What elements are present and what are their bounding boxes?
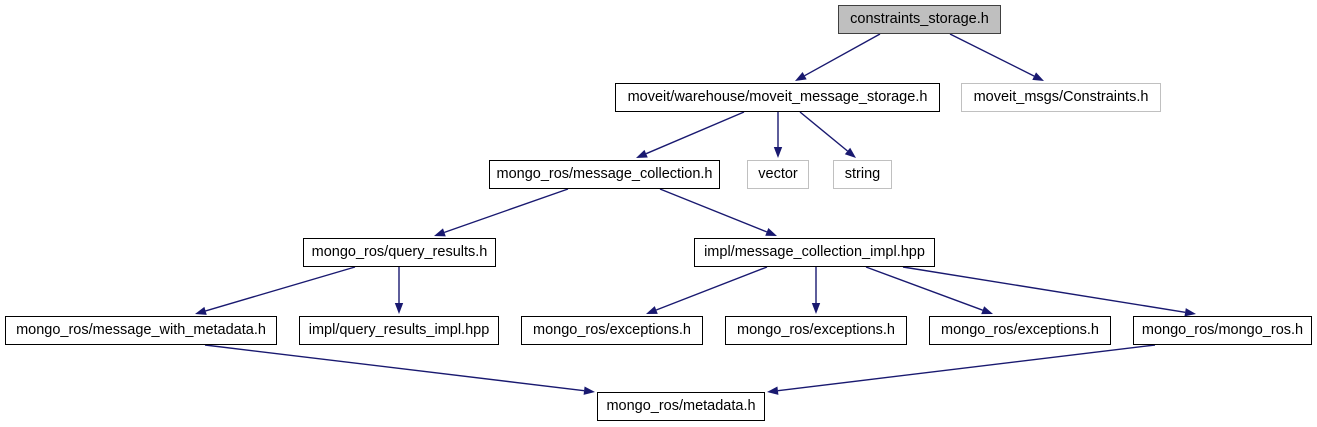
graph-node-label: constraints_storage.h (850, 11, 989, 28)
graph-node-query_results_impl[interactable]: impl/query_results_impl.hpp (299, 316, 499, 345)
graph-edge-arrowhead (773, 147, 783, 158)
graph-node-label: impl/query_results_impl.hpp (308, 322, 490, 339)
graph-edge-line (804, 33, 881, 77)
graph-node-exceptions_2[interactable]: mongo_ros/exceptions.h (725, 316, 907, 345)
graph-node-label: mongo_ros/mongo_ros.h (1141, 322, 1304, 339)
graph-node-string[interactable]: string (833, 160, 892, 189)
graph-node-label: mongo_ros/exceptions.h (941, 322, 1099, 339)
graph-edge-line (205, 266, 356, 312)
graph-node-label: mongo_ros/exceptions.h (533, 322, 691, 339)
graph-node-label: moveit/warehouse/moveit_message_storage.… (627, 89, 928, 106)
graph-edge-arrowhead (981, 306, 993, 315)
graph-edge-line (659, 188, 768, 233)
graph-edge-line (656, 266, 768, 311)
graph-edge-line (865, 266, 983, 311)
graph-node-label: string (844, 166, 881, 183)
graph-node-label: mongo_ros/exceptions.h (737, 322, 895, 339)
graph-edge-arrowhead (795, 72, 807, 81)
graph-edge-arrowhead (583, 386, 595, 395)
graph-node-label: impl/message_collection_impl.hpp (704, 244, 925, 261)
graph-node-exceptions_1[interactable]: mongo_ros/exceptions.h (521, 316, 703, 345)
graph-node-constraints_storage[interactable]: constraints_storage.h (838, 5, 1001, 34)
graph-node-label: mongo_ros/metadata.h (606, 398, 756, 415)
graph-edge-line (777, 344, 1156, 392)
graph-edge-arrowhead (434, 228, 446, 237)
graph-edge-line (949, 33, 1035, 77)
graph-node-vector[interactable]: vector (747, 160, 809, 189)
graph-node-label: vector (758, 166, 798, 183)
graph-node-metadata[interactable]: mongo_ros/metadata.h (597, 392, 765, 421)
graph-edge-arrowhead (195, 306, 207, 315)
graph-edge-line (645, 111, 745, 155)
graph-edge-arrowhead (811, 303, 821, 314)
graph-node-moveit_message_storage[interactable]: moveit/warehouse/moveit_message_storage.… (615, 83, 940, 112)
graph-node-label: moveit_msgs/Constraints.h (973, 89, 1149, 106)
graph-edge-line (204, 344, 585, 392)
graph-edge-line (799, 111, 848, 152)
graph-node-query_results[interactable]: mongo_ros/query_results.h (303, 238, 496, 267)
graph-edge-arrowhead (844, 147, 856, 158)
graph-edge-line (444, 188, 569, 234)
graph-edge-arrowhead (1184, 308, 1196, 317)
graph-node-exceptions_3[interactable]: mongo_ros/exceptions.h (929, 316, 1111, 345)
graph-node-mongo_ros[interactable]: mongo_ros/mongo_ros.h (1133, 316, 1312, 345)
graph-edge-arrowhead (394, 303, 404, 314)
graph-edge-arrowhead (646, 306, 658, 314)
graph-edge-arrowhead (767, 386, 779, 395)
graph-node-label: mongo_ros/query_results.h (311, 244, 488, 261)
graph-node-message_collection_impl[interactable]: impl/message_collection_impl.hpp (694, 238, 935, 267)
graph-edge-arrowhead (636, 149, 648, 158)
graph-node-moveit_msgs_constraints[interactable]: moveit_msgs/Constraints.h (961, 83, 1161, 112)
graph-node-message_collection[interactable]: mongo_ros/message_collection.h (489, 160, 720, 189)
graph-edge-arrowhead (1032, 72, 1044, 81)
graph-node-label: mongo_ros/message_collection.h (496, 166, 713, 183)
graph-node-message_with_metadata[interactable]: mongo_ros/message_with_metadata.h (5, 316, 277, 345)
graph-edge-line (902, 266, 1186, 313)
graph-edge-arrowhead (765, 228, 777, 236)
graph-node-label: mongo_ros/message_with_metadata.h (16, 322, 266, 339)
